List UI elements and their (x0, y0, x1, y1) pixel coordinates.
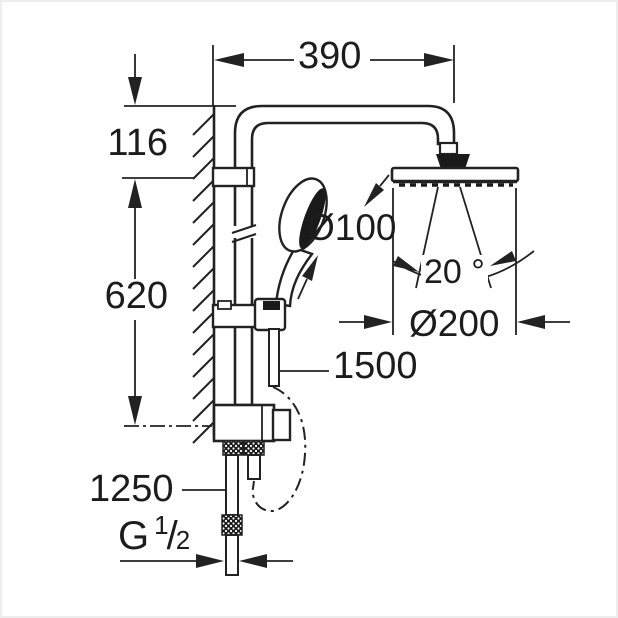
head-shower-plate (390, 166, 520, 183)
pipe-break-mark (231, 223, 257, 244)
thread-prefix: G (118, 514, 150, 558)
shower-hose-loop (251, 386, 307, 513)
spray-cone-left-line (415, 186, 439, 289)
dimension-390 (214, 53, 454, 67)
head-connector (436, 154, 470, 169)
swivel-joint (438, 141, 459, 156)
dimension-620 (128, 179, 142, 425)
hand-shower-holder (211, 297, 287, 332)
reference-lines (122, 45, 455, 427)
left-union-nut (222, 440, 244, 456)
supply-pipe-lower (225, 534, 239, 576)
shower-hose-straight (268, 328, 280, 387)
dimension-label-390: 390 (298, 35, 362, 77)
dimension-label-head-shower-diameter: Ø200 (409, 303, 500, 344)
diverter-knob (271, 408, 292, 442)
head-shower (390, 141, 520, 289)
dimension-label-1500: 1500 (333, 345, 418, 387)
hand-shower-handle (274, 246, 314, 308)
wall-bracket (211, 166, 256, 188)
hand-shower-face (299, 188, 326, 249)
dimension-d100 (297, 174, 390, 300)
dimension-label-hand-shower-diameter: Ø100 (306, 207, 397, 248)
dimension-label-spray-angle: 20 ° (421, 255, 488, 289)
dimension-116 (128, 54, 142, 105)
thread-denominator: 2 (175, 525, 191, 555)
wall-with-hatching (192, 105, 216, 444)
right-union-nut (243, 440, 265, 456)
leader-1500 (278, 359, 329, 379)
dimension-label-116: 116 (107, 122, 168, 164)
dimension-g-half (120, 554, 293, 568)
supply-pipe-upper (225, 454, 239, 516)
thread-slash: / (166, 514, 178, 558)
dimension-label-620: 620 (104, 275, 168, 317)
hand-shower (274, 177, 328, 308)
thread-numerator: 1 (154, 510, 169, 540)
diverter-valve (212, 403, 292, 443)
hose-connection-pipe (247, 454, 261, 480)
supply-pipe-nut (221, 514, 243, 536)
dimension-d200 (339, 188, 570, 335)
riser-pipe-and-arm (233, 104, 456, 407)
supply-connections (221, 440, 265, 576)
dimension-label-1250: 1250 (89, 468, 174, 510)
